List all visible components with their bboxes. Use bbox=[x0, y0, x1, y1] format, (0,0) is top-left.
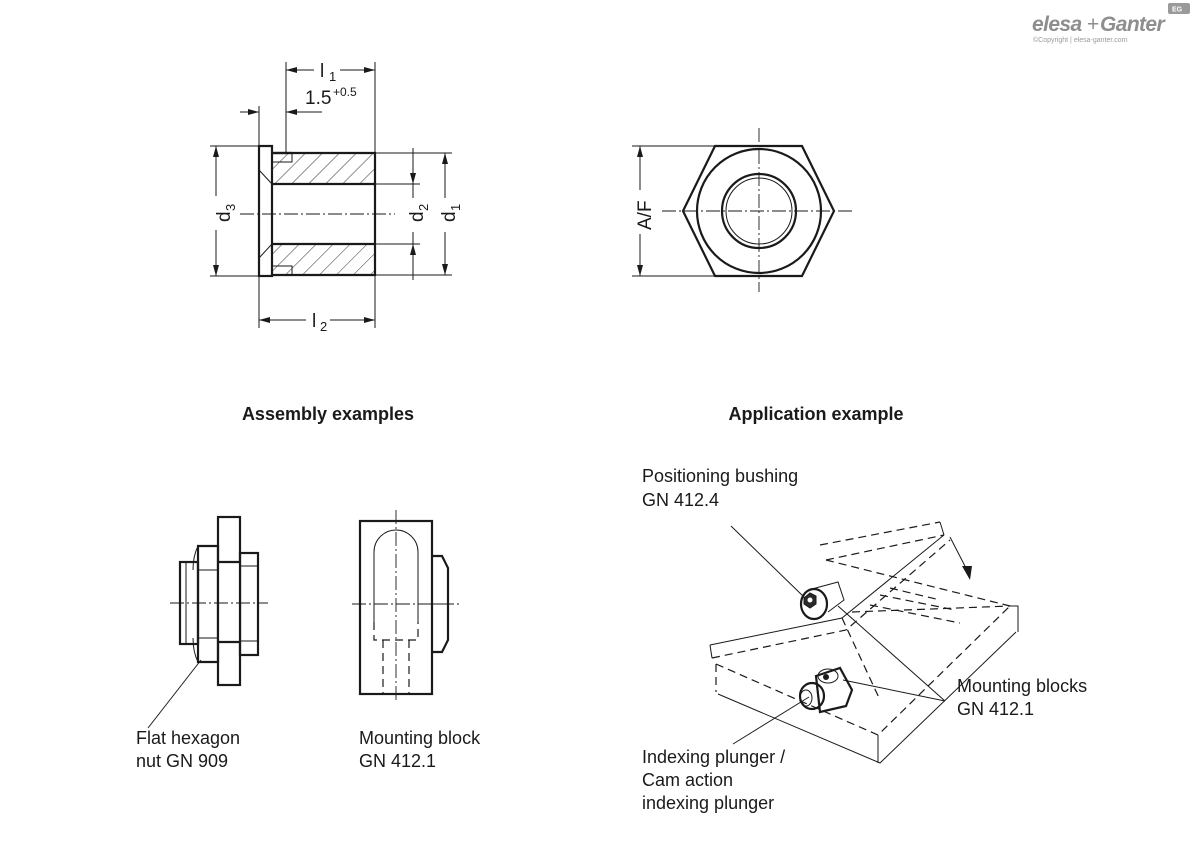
callout-mounting-block-line1: Mounting block bbox=[359, 728, 481, 748]
dim-offset: 1.5 bbox=[305, 88, 331, 109]
dim-d1-sub: 1 bbox=[448, 204, 463, 211]
dim-l2-sub: 2 bbox=[320, 319, 327, 334]
dim-d1: d bbox=[439, 211, 460, 222]
logo-brand-plus: + bbox=[1087, 13, 1099, 36]
callout-mounting-blocks-line1: Mounting blocks bbox=[957, 676, 1087, 696]
application-example-illustration: Positioning bushing GN 412.4 Mounting bl… bbox=[642, 466, 1087, 813]
callout-mounting-block-line2: GN 412.1 bbox=[359, 751, 436, 771]
callout-positioning-bushing-line2: GN 412.4 bbox=[642, 490, 719, 510]
elesa-ganter-logo: elesa + Ganter ©Copyright | elesa-ganter… bbox=[1032, 3, 1190, 44]
dim-l1-sub: 1 bbox=[329, 69, 336, 84]
logo-badge bbox=[1168, 3, 1190, 14]
logo-copyright: ©Copyright | elesa-ganter.com bbox=[1033, 36, 1128, 44]
bushing-hex-end-view: A/F bbox=[630, 128, 852, 292]
assembly-examples-heading: Assembly examples bbox=[242, 404, 414, 424]
assembly-mounting-block: Mounting block GN 412.1 bbox=[352, 510, 481, 771]
dim-d3: d bbox=[214, 211, 235, 222]
application-example-heading: Application example bbox=[728, 404, 903, 424]
dim-offset-tol: +0.5 bbox=[333, 85, 357, 99]
logo-brand-right: Ganter bbox=[1100, 13, 1167, 36]
logo-badge-text: EG bbox=[1172, 7, 1183, 14]
dim-d3-sub: 3 bbox=[223, 204, 238, 211]
logo-brand-left: elesa bbox=[1032, 13, 1082, 36]
callout-indexing-plunger-line3: indexing plunger bbox=[642, 793, 774, 813]
bushing-section-view: l 1 1.5 +0.5 l 2 d 3 d 2 d 1 bbox=[205, 56, 463, 334]
dim-l1: l bbox=[320, 61, 324, 82]
callout-indexing-plunger-line1: Indexing plunger / bbox=[642, 747, 785, 767]
callout-flat-nut-line1: Flat hexagon bbox=[136, 728, 240, 748]
dim-af: A/F bbox=[635, 200, 656, 230]
callout-mounting-blocks-line2: GN 412.1 bbox=[957, 699, 1034, 719]
dim-d2-sub: 2 bbox=[416, 204, 431, 211]
dim-d2: d bbox=[407, 211, 428, 222]
callout-indexing-plunger-line2: Cam action bbox=[642, 770, 733, 790]
callout-flat-nut-line2: nut GN 909 bbox=[136, 751, 228, 771]
callout-positioning-bushing-line1: Positioning bushing bbox=[642, 466, 798, 486]
dim-l2: l bbox=[312, 311, 316, 332]
assembly-flat-hex-nut: Flat hexagon nut GN 909 bbox=[136, 515, 268, 771]
